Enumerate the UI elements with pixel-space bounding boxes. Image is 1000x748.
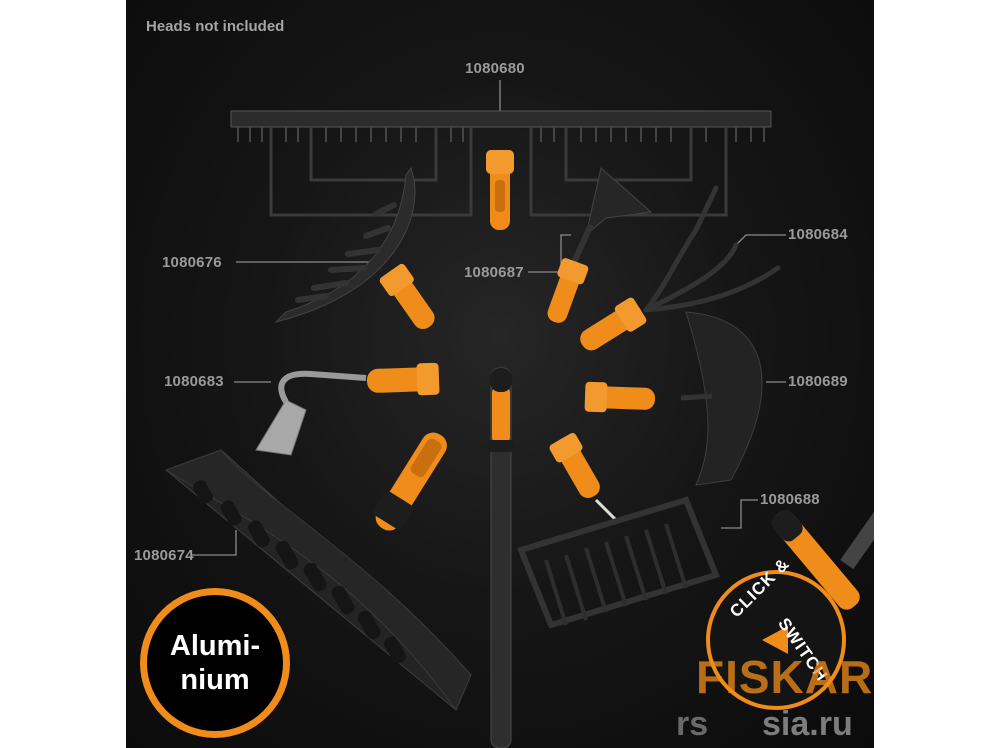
label-1080680: 1080680 xyxy=(465,60,525,77)
heads-not-included-note: Heads not included xyxy=(146,18,285,35)
tools-illustration xyxy=(164,80,874,748)
aerator-1080688 xyxy=(516,432,721,629)
label-1080684: 1080684 xyxy=(788,226,848,243)
click-switch-badge xyxy=(706,509,874,710)
watermark-site: sia.ru xyxy=(762,705,853,743)
label-1080688: 1080688 xyxy=(760,491,820,508)
label-1080683: 1080683 xyxy=(164,373,224,390)
aluminium-badge: Alumi- nium xyxy=(140,588,290,738)
watermark-site-prefix: rs xyxy=(676,705,709,743)
label-1080674: 1080674 xyxy=(134,547,194,564)
cultivator-1080684 xyxy=(580,185,781,351)
handle-shaft xyxy=(488,367,514,748)
leaf-rake-1080676 xyxy=(274,166,435,330)
watermark-brand: FISKARS xyxy=(696,651,874,703)
hoe-1080687 xyxy=(547,167,653,323)
leaf-rake-1080674 xyxy=(164,432,472,712)
edger-1080689 xyxy=(584,311,763,486)
aluminium-badge-line1: Alumi- xyxy=(169,630,261,662)
label-1080676: 1080676 xyxy=(162,254,222,271)
rake-head-1080680 xyxy=(230,110,772,230)
hoe-1080683 xyxy=(255,362,440,456)
aluminium-badge-line2: nium xyxy=(180,664,250,696)
label-1080687: 1080687 xyxy=(464,264,524,281)
product-image: Heads not included 1080680 1080676 10806… xyxy=(126,0,874,748)
label-1080689: 1080689 xyxy=(788,373,848,390)
